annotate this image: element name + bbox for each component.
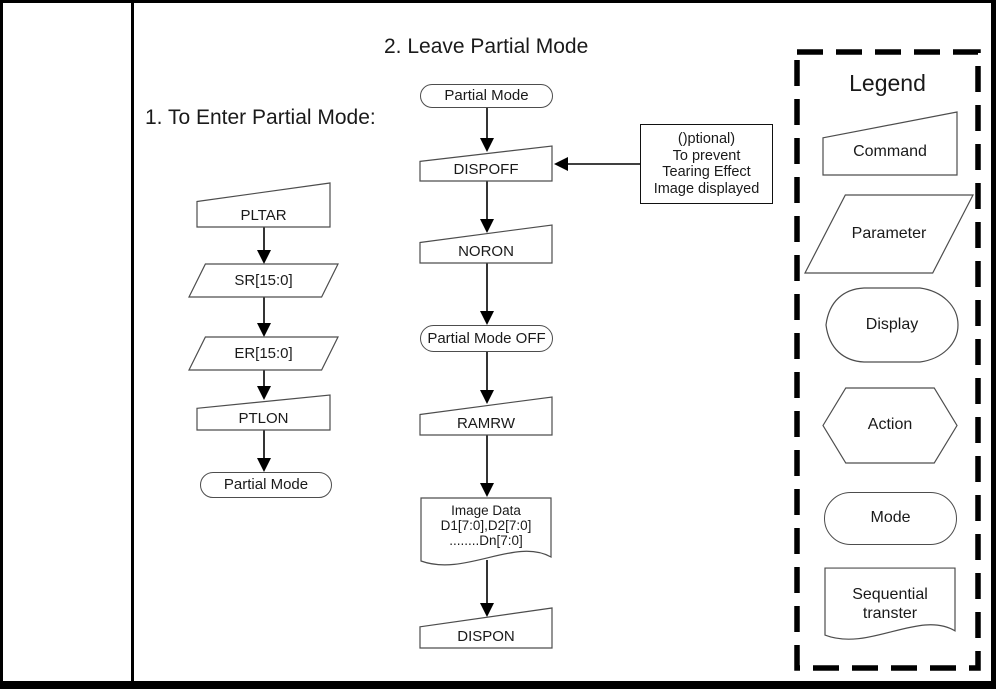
parameter-shape-icon xyxy=(189,264,338,297)
optional-note-box: ()ptional) To prevent Tearing Effect Ima… xyxy=(640,124,773,204)
flow-node-dispon: DISPON xyxy=(420,608,552,648)
node-label: Partial Mode xyxy=(223,476,309,494)
node-label: DISPOFF xyxy=(453,160,519,178)
legend-item-label: Parameter xyxy=(851,224,927,242)
legend-dashed-border xyxy=(794,49,981,671)
optional-note-text: ()ptional) To prevent Tearing Effect Ima… xyxy=(653,131,760,197)
node-label: DISPON xyxy=(457,627,515,645)
node-label: NORON xyxy=(458,242,514,260)
table-column-divider xyxy=(131,3,134,681)
flow-node-ptlon: PTLON xyxy=(197,395,330,430)
node-label: Partial Mode xyxy=(444,87,529,105)
flow-node-sr: SR[15:0] xyxy=(189,264,338,297)
legend-item-sequential-transfer: Sequential transter xyxy=(824,567,956,650)
legend-item-parameter: Parameter xyxy=(805,195,973,273)
action-shape-icon xyxy=(823,388,957,463)
node-label: Partial Mode OFF xyxy=(427,329,546,347)
command-shape-icon xyxy=(420,397,552,435)
legend-item-command: Command xyxy=(823,112,957,175)
legend-item-mode: Mode xyxy=(824,492,957,545)
command-shape-icon xyxy=(420,146,552,181)
sequential-transfer-shape-icon xyxy=(824,567,956,650)
node-label: PLTAR xyxy=(240,206,287,224)
node-label: ER[15:0] xyxy=(234,344,293,362)
flow-node-partial-mode: Partial Mode xyxy=(200,472,332,498)
sequential-transfer-shape-icon xyxy=(420,497,552,575)
command-shape-icon xyxy=(197,395,330,430)
node-label: SR[15:0] xyxy=(234,271,293,289)
section-title-enter-partial-mode: 1. To Enter Partial Mode: xyxy=(145,106,376,129)
legend-item-label: Display xyxy=(865,315,919,333)
command-shape-icon xyxy=(420,225,552,263)
node-label: RAMRW xyxy=(456,414,516,432)
legend-item-display: Display xyxy=(824,285,960,365)
legend-item-action: Action xyxy=(823,388,957,463)
parameter-shape-icon xyxy=(189,337,338,370)
node-label: PTLON xyxy=(238,409,289,427)
display-shape-icon xyxy=(824,285,960,365)
flow-node-partial-mode-start: Partial Mode xyxy=(420,84,553,108)
flow-node-partial-mode-off: Partial Mode OFF xyxy=(420,325,553,352)
node-label: Image Data D1[7:0],D2[7:0] ........Dn[7:… xyxy=(440,503,532,548)
flow-node-noron: NORON xyxy=(420,225,552,263)
legend-title: Legend xyxy=(849,70,926,96)
flow-node-dispoff: DISPOFF xyxy=(420,146,552,181)
parameter-shape-icon xyxy=(805,195,973,273)
flow-node-er: ER[15:0] xyxy=(189,337,338,370)
flow-node-ramrw: RAMRW xyxy=(420,397,552,435)
section-title-leave-partial-mode: 2. Leave Partial Mode xyxy=(384,35,589,58)
legend-item-label: Command xyxy=(853,142,927,160)
legend-item-label: Sequential transter xyxy=(852,586,928,622)
command-shape-icon xyxy=(420,608,552,648)
flow-node-image-data: Image Data D1[7:0],D2[7:0] ........Dn[7:… xyxy=(420,497,552,575)
command-shape-icon xyxy=(823,112,957,175)
legend-item-label: Action xyxy=(867,416,913,434)
legend-item-label: Mode xyxy=(870,509,911,527)
flow-node-pltar: PLTAR xyxy=(197,183,330,227)
command-shape-icon xyxy=(197,183,330,227)
